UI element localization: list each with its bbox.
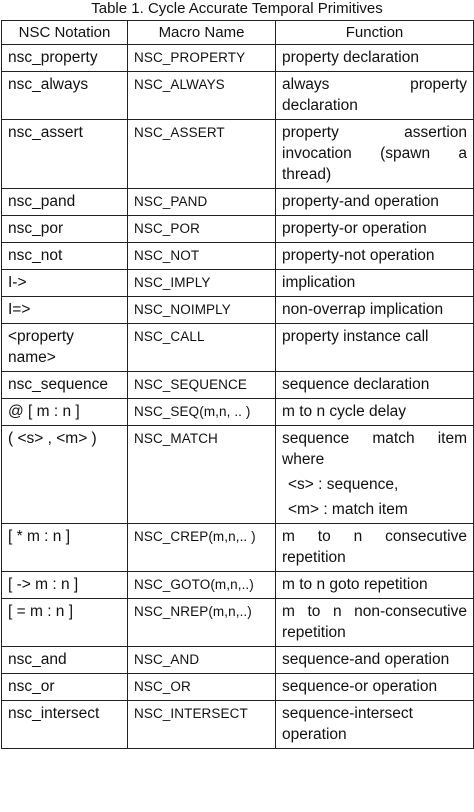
table-row: nsc_pand NSC_PAND property-and operation — [1, 188, 474, 216]
header-row: NSC Notation Macro Name Function — [1, 20, 474, 45]
macro-cell: NSC_PAND — [127, 188, 276, 216]
notation-cell: nsc_intersect — [1, 700, 128, 749]
table-row: nsc_and NSC_AND sequence-and operation — [1, 646, 474, 674]
function-cell: m to n goto repetition — [275, 571, 474, 599]
header-macro-name: Macro Name — [127, 20, 276, 45]
table-row: nsc_sequence NSC_SEQUENCE sequence decla… — [1, 371, 474, 399]
function-cell: m to n cycle delay — [275, 398, 474, 426]
macro-cell: NSC_INTERSECT — [127, 700, 276, 749]
macro-cell: NSC_SEQ(m,n, .. ) — [127, 398, 276, 426]
macro-cell: NSC_AND — [127, 646, 276, 674]
table-row: I-> NSC_IMPLY implication — [1, 269, 474, 297]
macro-cell: NSC_OR — [127, 673, 276, 701]
notation-cell: nsc_property — [1, 44, 128, 72]
macro-cell: NSC_CREP(m,n,.. ) — [127, 523, 276, 572]
notation-cell: nsc_not — [1, 242, 128, 270]
macro-cell: NSC_MATCH — [127, 425, 276, 524]
function-cell: m to n consecutive repetition — [275, 523, 474, 572]
function-cell: always property declaration — [275, 71, 474, 120]
function-cell: property-not operation — [275, 242, 474, 270]
notation-cell: <property name> — [1, 323, 128, 372]
macro-cell: NSC_NOIMPLY — [127, 296, 276, 324]
notation-cell: nsc_assert — [1, 119, 128, 189]
table-row: nsc_always NSC_ALWAYS always property de… — [1, 71, 474, 120]
function-text: sequence match item where — [282, 430, 467, 468]
function-cell: sequence match item where <s> : sequence… — [275, 425, 474, 524]
table-row: nsc_property NSC_PROPERTY property decla… — [1, 44, 474, 72]
notation-cell: I-> — [1, 269, 128, 297]
function-subitem: <s> : sequence, — [288, 476, 399, 493]
macro-cell: NSC_NREP(m,n,..) — [127, 598, 276, 647]
table-row: nsc_por NSC_POR property-or operation — [1, 215, 474, 243]
function-cell: sequence-intersect operation — [275, 700, 474, 749]
function-cell: property assertion invocation (spawn a t… — [275, 119, 474, 189]
macro-cell: NSC_GOTO(m,n,..) — [127, 571, 276, 599]
macro-cell: NSC_ALWAYS — [127, 71, 276, 120]
table-row: [ * m : n ] NSC_CREP(m,n,.. ) m to n con… — [1, 523, 474, 572]
primitives-table: NSC Notation Macro Name Function nsc_pro… — [1, 20, 474, 749]
function-cell: property instance call — [275, 323, 474, 372]
table-row: nsc_intersect NSC_INTERSECT sequence-int… — [1, 700, 474, 749]
notation-cell: [ = m : n ] — [1, 598, 128, 647]
macro-cell: NSC_POR — [127, 215, 276, 243]
macro-cell: NSC_PROPERTY — [127, 44, 276, 72]
notation-cell: nsc_por — [1, 215, 128, 243]
function-cell: implication — [275, 269, 474, 297]
function-cell: property-and operation — [275, 188, 474, 216]
notation-cell: I=> — [1, 296, 128, 324]
table-row: <property name> NSC_CALL property instan… — [1, 323, 474, 372]
function-cell: sequence declaration — [275, 371, 474, 399]
notation-cell: nsc_sequence — [1, 371, 128, 399]
notation-cell: [ * m : n ] — [1, 523, 128, 572]
macro-cell: NSC_ASSERT — [127, 119, 276, 189]
notation-cell: nsc_always — [1, 71, 128, 120]
function-cell: property declaration — [275, 44, 474, 72]
table-row: [ = m : n ] NSC_NREP(m,n,..) m to n non-… — [1, 598, 474, 647]
table-row: @ [ m : n ] NSC_SEQ(m,n, .. ) m to n cyc… — [1, 398, 474, 426]
function-cell: sequence-and operation — [275, 646, 474, 674]
notation-cell: ( <s> , <m> ) — [1, 425, 128, 524]
notation-cell: nsc_and — [1, 646, 128, 674]
function-subitem: <m> : match item — [288, 501, 408, 518]
function-cell: non-overrap implication — [275, 296, 474, 324]
table-row: [ -> m : n ] NSC_GOTO(m,n,..) m to n got… — [1, 571, 474, 599]
table-row: ( <s> , <m> ) NSC_MATCH sequence match i… — [1, 425, 474, 524]
macro-cell: NSC_IMPLY — [127, 269, 276, 297]
table-row: nsc_or NSC_OR sequence-or operation — [1, 673, 474, 701]
table-caption: Table 1. Cycle Accurate Temporal Primiti… — [91, 0, 383, 17]
macro-cell: NSC_CALL — [127, 323, 276, 372]
notation-cell: [ -> m : n ] — [1, 571, 128, 599]
notation-cell: nsc_or — [1, 673, 128, 701]
notation-cell: nsc_pand — [1, 188, 128, 216]
macro-cell: NSC_SEQUENCE — [127, 371, 276, 399]
function-cell: property-or operation — [275, 215, 474, 243]
table-row: nsc_assert NSC_ASSERT property assertion… — [1, 119, 474, 189]
header-function: Function — [275, 20, 474, 45]
table-row: nsc_not NSC_NOT property-not operation — [1, 242, 474, 270]
header-nsc-notation: NSC Notation — [1, 20, 128, 45]
table-row: I=> NSC_NOIMPLY non-overrap implication — [1, 296, 474, 324]
function-cell: m to n non-consecutive repetition — [275, 598, 474, 647]
notation-cell: @ [ m : n ] — [1, 398, 128, 426]
macro-cell: NSC_NOT — [127, 242, 276, 270]
function-cell: sequence-or operation — [275, 673, 474, 701]
